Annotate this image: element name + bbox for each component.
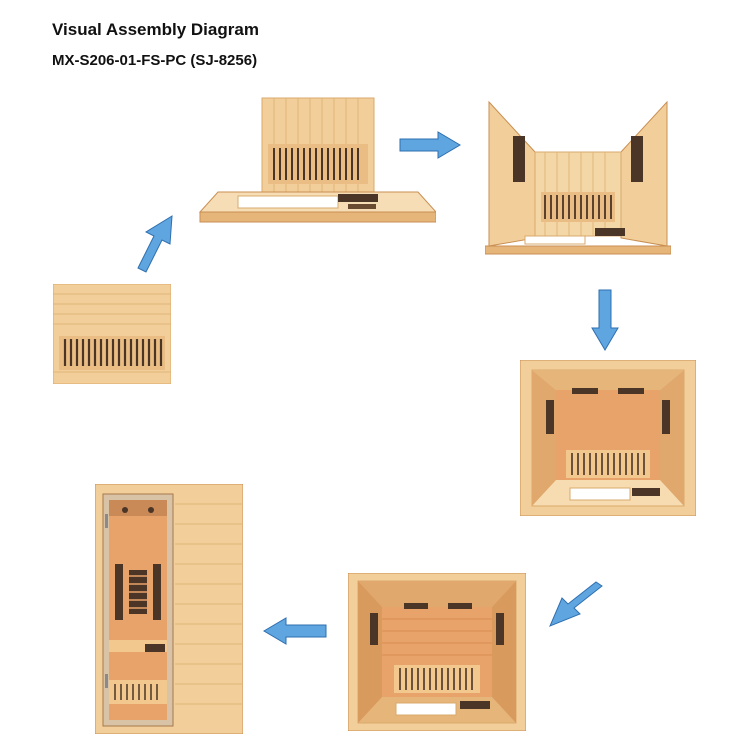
page-title: Visual Assembly Diagram [52, 20, 259, 39]
arrow-up-right [137, 215, 173, 273]
step-back-panel [53, 284, 171, 384]
arrow-left [263, 617, 327, 645]
step-completed-sauna [95, 484, 243, 734]
step-roof-added [348, 573, 526, 731]
step-front-frame-added [520, 360, 696, 516]
model-number: MX-S206-01-FS-PC (SJ-8256) [52, 52, 258, 69]
arrow-down [591, 289, 619, 351]
step-side-walls-added [485, 100, 671, 255]
arrow-down-left [549, 581, 603, 627]
step-back-panel-on-floor [198, 97, 436, 223]
arrow-right [399, 131, 461, 159]
